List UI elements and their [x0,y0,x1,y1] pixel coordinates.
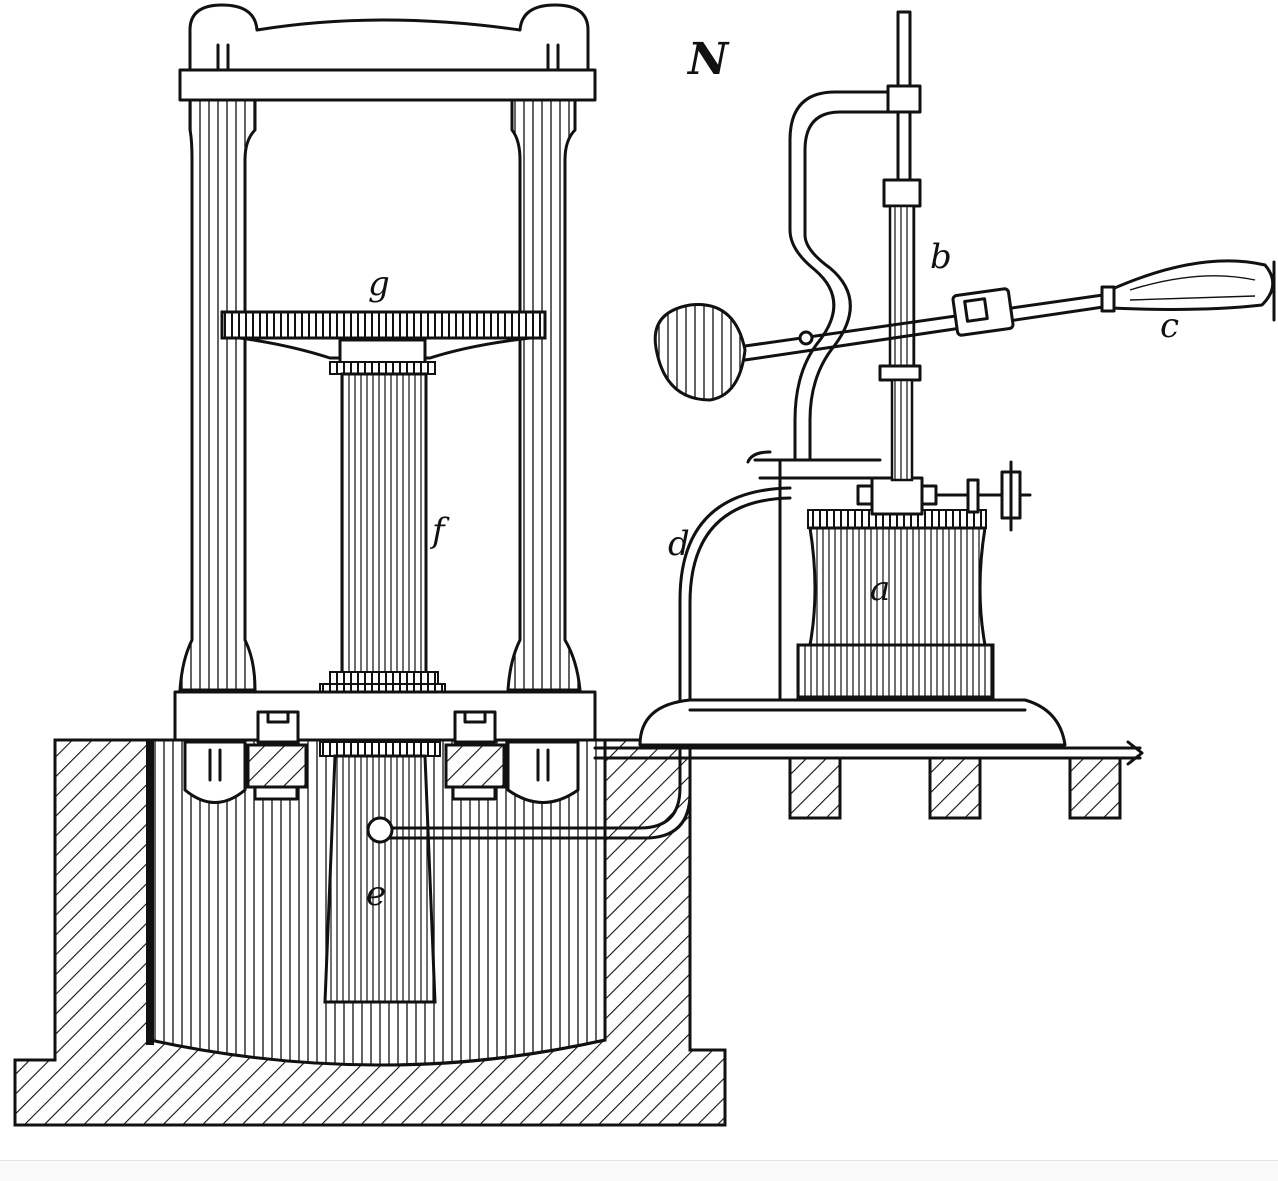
pipe-d [366,486,792,844]
foundation [13,738,727,1127]
label-e: e [366,874,386,914]
press-frame [173,3,597,1004]
label-g: g [368,264,390,304]
label-b: b [930,237,952,277]
label-a: a [870,569,890,609]
figure-labels: N g f e d b c a [366,34,1179,914]
label-d: d [668,524,690,564]
bottom-bar [0,1160,1278,1181]
label-c: c [1160,306,1179,346]
label-f: f [429,511,450,551]
pump-stand [593,10,1276,820]
figure-title: N [686,34,730,85]
